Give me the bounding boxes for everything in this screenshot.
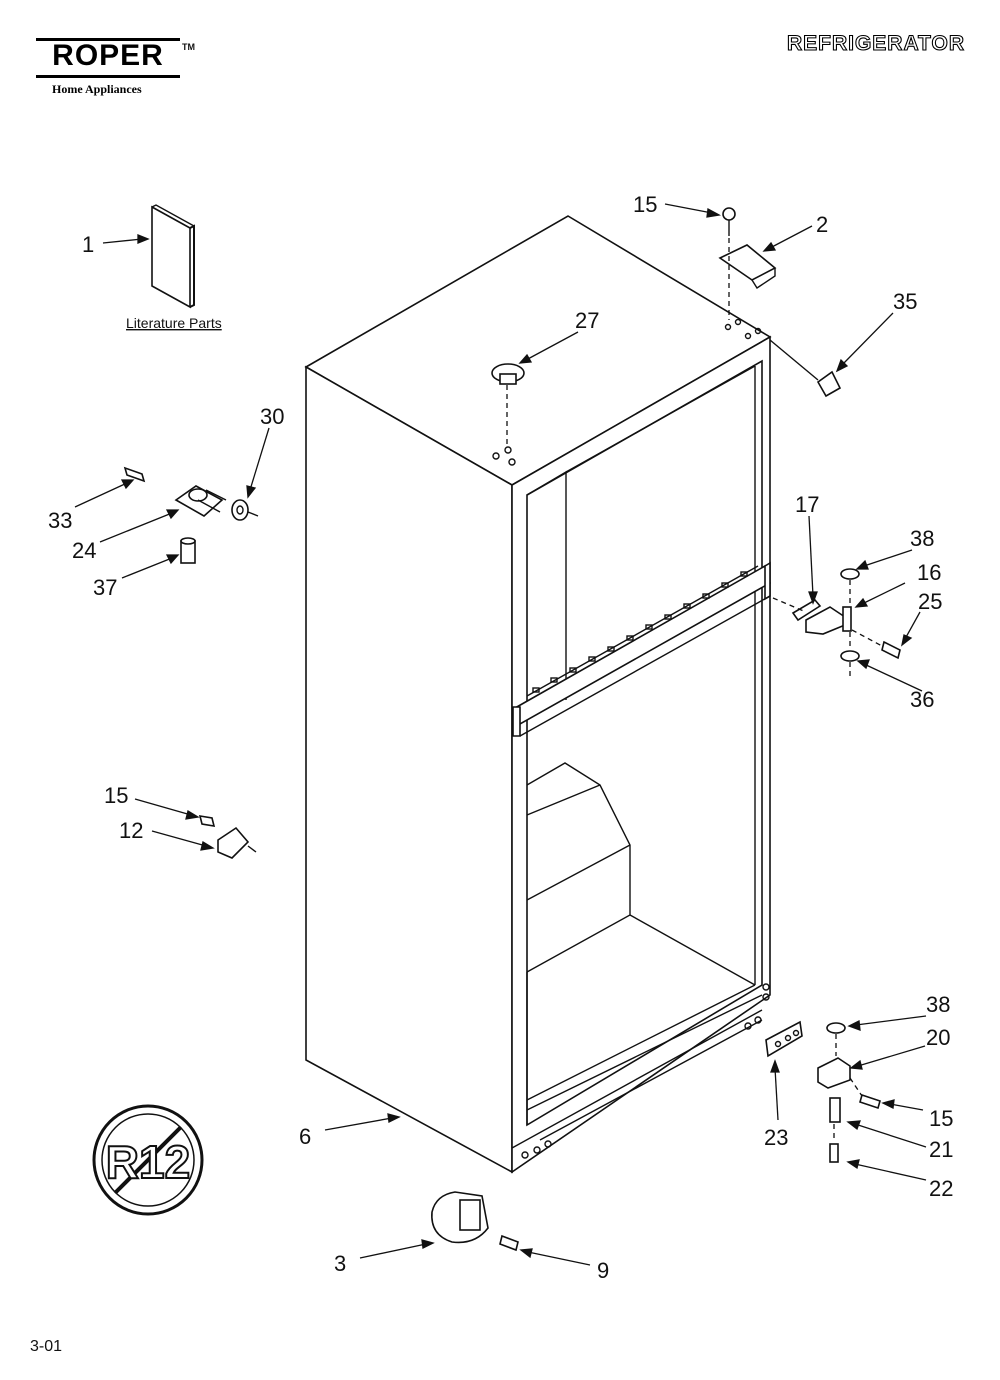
spacer-washer — [231, 499, 249, 521]
callout-22: 22 — [929, 1176, 953, 1201]
center-hinge-assembly — [772, 568, 901, 680]
hinge-screw-head — [722, 207, 736, 221]
callout-38-lower: 38 — [926, 992, 950, 1017]
handle-assembly — [123, 466, 259, 564]
hinge-shim-bottom — [765, 1020, 803, 1058]
door-stop-assembly — [198, 815, 257, 859]
callout-9: 9 — [597, 1258, 609, 1283]
logo-frame — [36, 38, 180, 78]
hinge-shim — [791, 598, 822, 622]
bottom-hinge — [817, 1057, 851, 1089]
callout-6: 6 — [299, 1124, 311, 1149]
callout-25: 25 — [918, 589, 942, 614]
leveler-assembly — [431, 1191, 519, 1252]
rail-holes — [532, 571, 748, 693]
callout-30: 30 — [260, 404, 284, 429]
bottom-washer — [840, 650, 860, 662]
callout-17: 17 — [795, 492, 819, 517]
callout-33: 33 — [48, 508, 72, 533]
callout-15-left: 15 — [104, 783, 128, 808]
callout-36: 36 — [910, 687, 934, 712]
callout-15-top: 15 — [633, 192, 657, 217]
brand-name: ROPER — [52, 39, 164, 72]
callout-38-upper: 38 — [910, 526, 934, 551]
callout-3: 3 — [334, 1251, 346, 1276]
plug-button — [491, 363, 525, 385]
door-stop — [217, 826, 250, 859]
callout-1: 1 — [82, 232, 94, 257]
bottom-hinge-washer — [826, 1022, 846, 1034]
callout-12: 12 — [119, 818, 143, 843]
date-code: 3-01 — [30, 1338, 63, 1355]
leveling-screw — [829, 1143, 839, 1163]
cabinet-left-side — [305, 365, 513, 1174]
callout-numbers: 1 15 2 35 27 30 33 24 37 17 38 16 25 36 … — [48, 192, 953, 1283]
cabinet-body — [304, 215, 772, 1174]
diagram-title: REFRIGERATOR — [786, 31, 965, 55]
bottom-hinge-screw — [859, 1093, 881, 1110]
brand-subtitle: Home Appliances — [52, 82, 142, 96]
hinge-cover — [769, 339, 842, 398]
no-r12-text: R12 — [106, 1136, 190, 1188]
callout-37: 37 — [93, 575, 117, 600]
bottom-hinge-assembly — [765, 1020, 881, 1163]
top-washer — [840, 568, 860, 580]
center-mullion-rail — [512, 561, 771, 737]
callout-27: 27 — [575, 308, 599, 333]
literature-booklet — [151, 204, 195, 309]
callout-23: 23 — [764, 1125, 788, 1150]
handle-screw — [123, 466, 146, 483]
callout-24: 24 — [72, 538, 96, 563]
trademark-mark: TM — [182, 42, 195, 52]
top-hinge-assembly — [718, 207, 777, 320]
no-r12-symbol: R12 — [92, 1104, 204, 1216]
hinge-pin — [829, 1097, 841, 1123]
callout-15-bottom: 15 — [929, 1106, 953, 1131]
literature-parts-label: Literature Parts — [126, 315, 222, 331]
leader-lines — [74, 203, 927, 1266]
callout-35: 35 — [893, 289, 917, 314]
door-stop-screw — [198, 815, 216, 827]
callout-16: 16 — [917, 560, 941, 585]
callout-2: 2 — [816, 212, 828, 237]
hinge-screw — [881, 640, 901, 660]
callout-21: 21 — [929, 1137, 953, 1162]
leveler-screw — [499, 1234, 519, 1252]
callout-20: 20 — [926, 1025, 950, 1050]
roper-logo: ROPER TM Home Appliances — [36, 38, 195, 100]
